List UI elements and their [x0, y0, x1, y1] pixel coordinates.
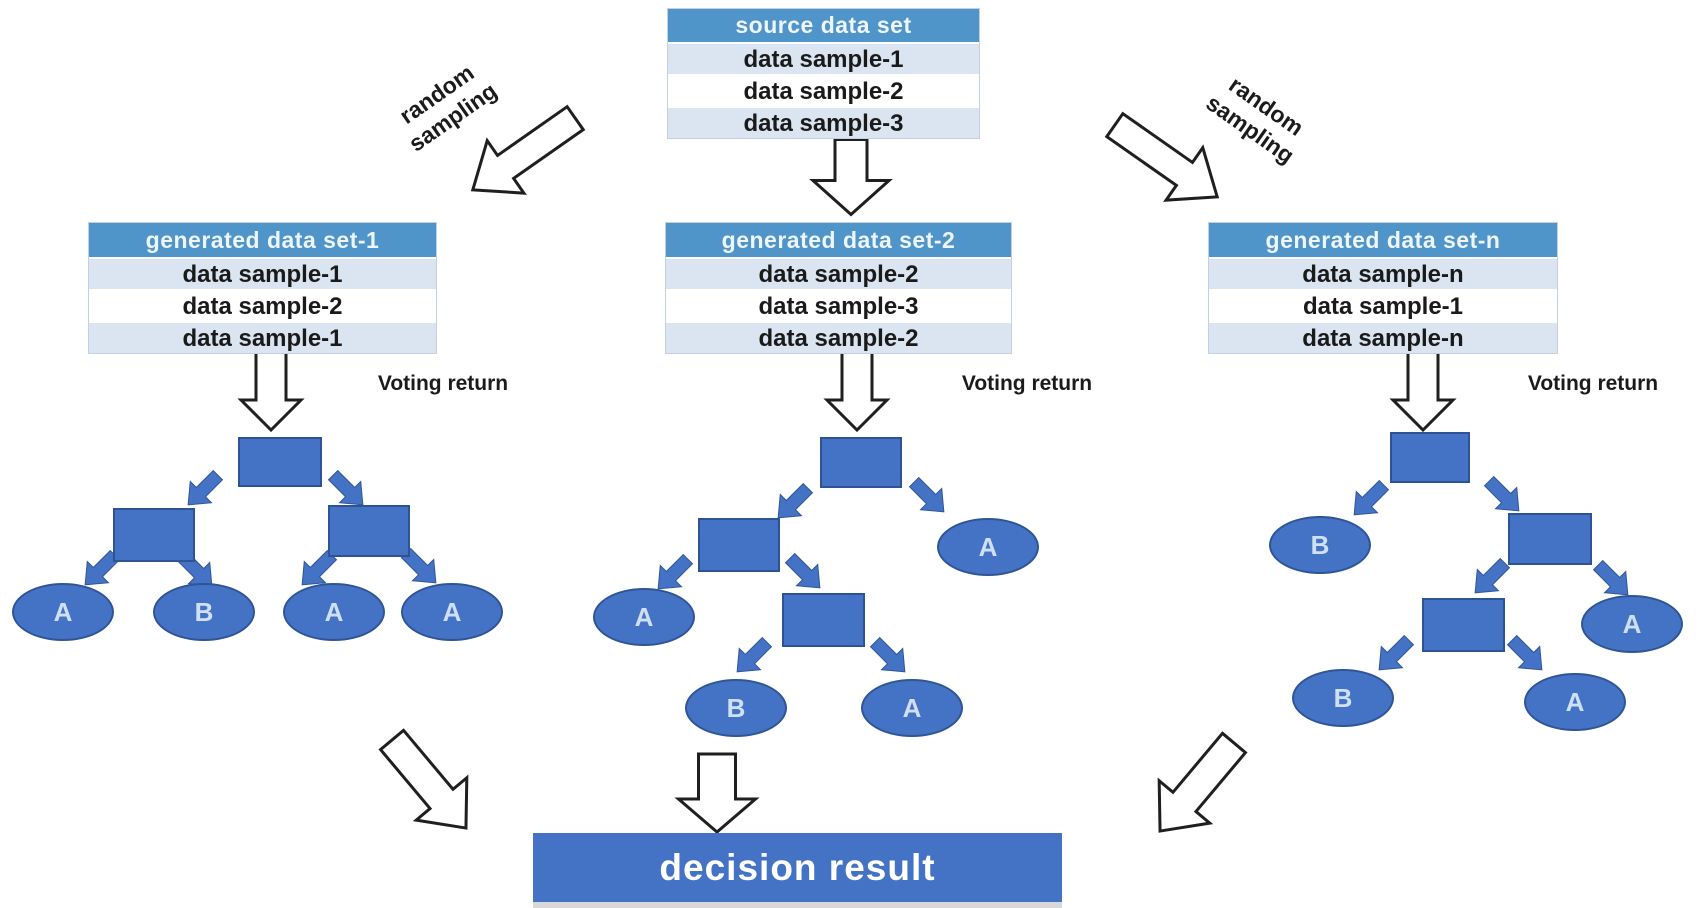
branch-arrow-icon [1506, 634, 1543, 671]
generated-table-n: generated data set-n data sample-n data … [1208, 222, 1558, 354]
tree-1-leaf: A [283, 583, 385, 641]
table-row: data sample-2 [666, 321, 1011, 353]
leaf-label: A [53, 596, 73, 627]
source-data-table: source data set data sample-1 data sampl… [667, 8, 980, 139]
leaf-label: A [634, 601, 654, 632]
branch-arrow-icon [187, 469, 224, 506]
decision-result-label: decision result [659, 846, 936, 888]
branch-arrow-icon [736, 636, 773, 673]
branch-arrow-icon [657, 553, 694, 590]
random-sampling-arrow-left-icon [470, 104, 586, 195]
table-header: generated data set-n [1209, 223, 1557, 257]
table-row: data sample-n [1209, 257, 1557, 289]
branch-arrow-icon [327, 469, 364, 506]
tree-1-root-node [238, 437, 322, 487]
branch-arrow-icon [1378, 634, 1415, 671]
voting-arrow-2-icon [823, 350, 891, 433]
voting-return-label-2: Voting return [961, 372, 1093, 395]
table-header: generated data set-1 [89, 223, 436, 257]
leaf-label: A [442, 596, 462, 627]
branch-arrow-icon [1483, 475, 1520, 512]
branch-arrow-icon [400, 547, 437, 584]
leaf-label: A [978, 531, 998, 562]
tree-3-internal-node-right [1508, 513, 1592, 565]
table-row: data sample-1 [89, 321, 436, 353]
tree-1-leaf: B [153, 583, 255, 641]
branch-arrow-icon [1353, 479, 1390, 516]
tree-1-internal-node-right [328, 505, 410, 557]
tree-3-leaf: A [1581, 595, 1683, 653]
voting-return-label-1: Voting return [377, 372, 509, 395]
table-header: source data set [668, 9, 979, 42]
table-row: data sample-3 [666, 289, 1011, 321]
tree-1-leaf: A [401, 583, 503, 641]
branch-arrow-icon [777, 482, 814, 519]
table-row: data sample-2 [89, 289, 436, 321]
tree-3-leaf: A [1524, 673, 1626, 731]
decision-result-box: decision result [533, 833, 1062, 902]
table-row: data sample-1 [1209, 289, 1557, 321]
branch-arrow-icon [869, 636, 906, 673]
branch-arrow-icon [784, 552, 821, 589]
branch-arrow-icon [1592, 559, 1629, 596]
voting-return-label-3: Voting return [1527, 372, 1659, 395]
leaf-label: B [1310, 529, 1330, 560]
leaf-label: B [194, 596, 214, 627]
table-header: generated data set-2 [666, 223, 1011, 257]
tree-2-leaf: A [861, 679, 963, 737]
table-row: data sample-1 [668, 42, 979, 74]
branch-arrow-icon [1474, 557, 1511, 594]
branch-arrow-icon [84, 549, 121, 586]
voting-arrow-1-icon [237, 350, 305, 433]
tree-3-root-node [1390, 432, 1470, 483]
leaf-label: A [324, 596, 344, 627]
leaf-label: A [1622, 608, 1642, 639]
table-row: data sample-n [1209, 321, 1557, 353]
branch-arrow-icon [301, 549, 338, 586]
table-row: data sample-3 [668, 106, 979, 138]
random-sampling-arrow-right-icon [1104, 111, 1220, 202]
tree-3-leaf: B [1269, 516, 1371, 574]
branch-arrow-icon [908, 476, 945, 513]
tree-2-internal-node-left [698, 518, 780, 572]
table-row: data sample-2 [666, 257, 1011, 289]
tree-2-leaf: B [685, 679, 787, 737]
voting-arrow-3-icon [1389, 350, 1457, 433]
tree-3-leaf: B [1292, 669, 1394, 727]
decision-box-shadow [533, 902, 1062, 908]
leaf-label: A [1565, 686, 1585, 717]
leaf-label: B [726, 692, 746, 723]
generated-table-1: generated data set-1 data sample-1 data … [88, 222, 437, 354]
table-row: data sample-1 [89, 257, 436, 289]
tree-1-internal-node-left [113, 508, 195, 562]
converge-arrow-right-icon [1157, 731, 1248, 833]
tree-3-internal-node-lower [1422, 598, 1505, 652]
tree-2-leaf: A [937, 518, 1039, 576]
leaf-label: B [1333, 682, 1353, 713]
converge-arrow-middle-icon [674, 752, 760, 834]
leaf-label: A [902, 692, 922, 723]
tree-2-root-node [820, 437, 902, 488]
table-row: data sample-2 [668, 74, 979, 106]
tree-1-leaf: A [12, 583, 114, 641]
generated-table-2: generated data set-2 data sample-2 data … [665, 222, 1012, 354]
converge-arrow-left-icon [378, 728, 469, 830]
tree-2-internal-node-lower [782, 593, 865, 647]
down-arrow-icon [809, 138, 893, 217]
tree-2-leaf: A [593, 588, 695, 646]
